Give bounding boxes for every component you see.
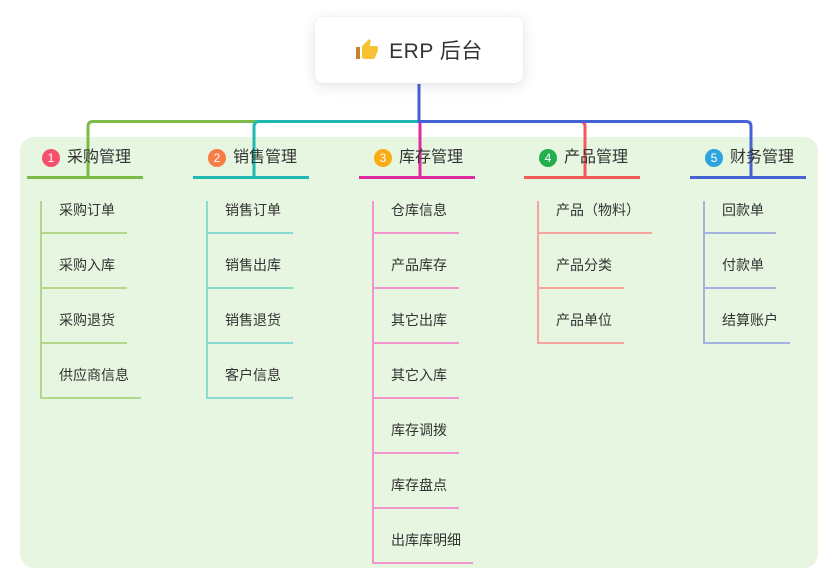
branch-number-badge: 2 xyxy=(208,148,226,167)
branch-1: 1 采购管理采购订单采购入库采购退货供应商信息 xyxy=(27,148,183,399)
root-node[interactable]: ERP 后台 xyxy=(315,17,523,83)
branch-title-1[interactable]: 1 采购管理 xyxy=(27,148,143,179)
branch-number-badge: 3 xyxy=(374,148,392,167)
child-node[interactable]: 产品分类 xyxy=(539,256,624,289)
child-node[interactable]: 库存调拨 xyxy=(374,421,459,454)
branch-title-label: 产品管理 xyxy=(564,149,629,166)
child-node[interactable]: 销售订单 xyxy=(208,201,293,234)
child-node[interactable]: 结算账户 xyxy=(705,311,790,344)
child-node[interactable]: 供应商信息 xyxy=(42,366,141,399)
branch-title-5[interactable]: 5 财务管理 xyxy=(690,148,806,179)
child-node[interactable]: 销售退货 xyxy=(208,311,293,344)
branch-children: 回款单付款单结算账户 xyxy=(703,201,839,344)
mindmap-background-panel xyxy=(20,137,818,568)
branch-title-label: 财务管理 xyxy=(730,149,795,166)
branch-title-label: 采购管理 xyxy=(67,149,132,166)
child-node[interactable]: 产品（物料） xyxy=(539,201,652,234)
branch-title-label: 库存管理 xyxy=(399,149,464,166)
child-node[interactable]: 仓库信息 xyxy=(374,201,459,234)
child-node[interactable]: 库存盘点 xyxy=(374,476,459,509)
branch-title-4[interactable]: 4 产品管理 xyxy=(524,148,640,179)
child-node[interactable]: 采购订单 xyxy=(42,201,127,234)
root-node-label: ERP 后台 xyxy=(389,40,483,63)
branch-number-badge: 4 xyxy=(539,148,557,167)
branch-2: 2 销售管理销售订单销售出库销售退货客户信息 xyxy=(193,148,349,399)
child-node[interactable]: 销售出库 xyxy=(208,256,293,289)
branch-number-badge: 5 xyxy=(705,148,723,167)
branch-children: 仓库信息产品库存其它出库其它入库库存调拨库存盘点出库库明细 xyxy=(372,201,515,564)
child-node[interactable]: 采购退货 xyxy=(42,311,127,344)
branch-title-3[interactable]: 3 库存管理 xyxy=(359,148,475,179)
branch-children: 产品（物料） 产品分类产品单位 xyxy=(537,201,680,344)
branch-title-label: 销售管理 xyxy=(233,149,298,166)
branch-4: 4 产品管理产品（物料） 产品分类产品单位 xyxy=(524,148,680,344)
branch-children: 采购订单采购入库采购退货供应商信息 xyxy=(40,201,183,399)
branch-children: 销售订单销售出库销售退货客户信息 xyxy=(206,201,349,399)
branch-3: 3 库存管理仓库信息产品库存其它出库其它入库库存调拨库存盘点出库库明细 xyxy=(359,148,515,564)
branch-title-2[interactable]: 2 销售管理 xyxy=(193,148,309,179)
child-node[interactable]: 产品库存 xyxy=(374,256,459,289)
child-node[interactable]: 客户信息 xyxy=(208,366,293,399)
thumbs-up-icon xyxy=(356,39,379,59)
child-node[interactable]: 其它出库 xyxy=(374,311,459,344)
child-node[interactable]: 回款单 xyxy=(705,201,776,234)
child-node[interactable]: 付款单 xyxy=(705,256,776,289)
branch-number-badge: 1 xyxy=(42,148,60,167)
branch-5: 5 财务管理回款单付款单结算账户 xyxy=(690,148,839,344)
child-node[interactable]: 出库库明细 xyxy=(374,531,473,564)
child-node[interactable]: 其它入库 xyxy=(374,366,459,399)
child-node[interactable]: 产品单位 xyxy=(539,311,624,344)
child-node[interactable]: 采购入库 xyxy=(42,256,127,289)
